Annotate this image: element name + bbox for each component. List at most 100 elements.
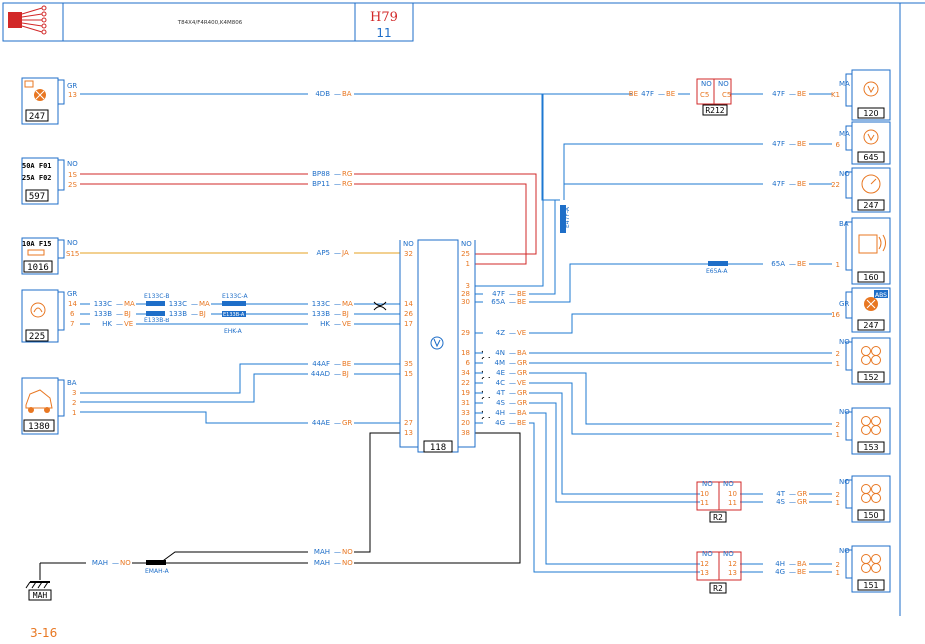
wire-color: BJ [342, 310, 349, 318]
wire-dash: — [334, 360, 341, 368]
wire-code: 44AF [312, 360, 330, 368]
ecu-left-pin: 32 [404, 250, 413, 258]
c597-fuse-1: 50A F01 [22, 162, 52, 170]
component-pin: 2 [836, 561, 840, 569]
component-1016: 10A F15 1016 NO S15 [21, 237, 79, 275]
wire-label-w65a_ecu: 65A—BE [483, 297, 529, 306]
r212-conn-right: NO [718, 80, 729, 88]
ecu-left-pin: 27 [404, 419, 413, 427]
wire-color: VE [342, 320, 351, 328]
wire-label-w4db: 4DB—BA [308, 89, 354, 98]
ecu-right-pin: 1 [466, 260, 470, 268]
component-pin: 1 [836, 431, 840, 439]
wire-color: BA [517, 349, 527, 357]
dial-icon [861, 174, 881, 194]
wire-color: GR [517, 359, 527, 367]
ecu-right-connector: NO [461, 240, 472, 248]
component-connector: MA [839, 130, 850, 138]
c597-pin-2: 2S [68, 181, 77, 189]
wire-dash: — [116, 300, 123, 308]
c1016-conn: NO [67, 239, 78, 247]
ecu-right-pin: 3 [466, 282, 470, 290]
lamp-icon [864, 297, 878, 311]
wire-dash: — [789, 560, 796, 568]
wire-label-w4h_151: 4H—BA [763, 559, 809, 568]
splice-e133c-b: E133C-B [144, 293, 170, 300]
wire-color: VE [517, 329, 526, 337]
wire-code: 47F [641, 90, 654, 98]
wire-code: AP5 [317, 249, 330, 257]
wire-code: BP11 [312, 180, 330, 188]
r2b-id: R2 [713, 584, 723, 593]
component-id: 160 [863, 273, 878, 282]
wire-color: GR [797, 498, 807, 506]
c1380-pin-1: 1 [72, 409, 76, 417]
wire-dash: — [334, 180, 341, 188]
c1016-pin: S15 [66, 250, 79, 258]
wire-color: BE [342, 360, 351, 368]
component-id: 120 [863, 109, 878, 118]
wire-dash: — [191, 300, 198, 308]
ecu-right-pin: 33 [461, 409, 470, 417]
title-block: T84X4/F4R400,K4M806 H79 11 [2, 2, 925, 616]
wire-dash: — [509, 298, 516, 306]
r2a-conn-left: NO [702, 480, 713, 488]
splice-e47f-a: E47F-A [564, 206, 571, 228]
component-connector: GR [839, 300, 849, 308]
c247a-conn: GR [67, 82, 77, 90]
r2b-conn-left: NO [702, 550, 713, 558]
wire-code: 133C [169, 300, 187, 308]
wire-code: 4S [496, 399, 505, 407]
ecu-left-pin: 13 [404, 429, 413, 437]
component-connector: NO [839, 547, 850, 555]
wire-label-wbp11: BP11—RG [308, 179, 354, 188]
r212-conn-left: NO [701, 80, 712, 88]
wire-code: 4E [496, 369, 505, 377]
wire-code: 65A [491, 298, 505, 306]
wire-code: HK [320, 320, 330, 328]
connector-logo-icon [8, 5, 47, 35]
wire-code: 47F [772, 140, 785, 148]
wire-dash: — [334, 548, 341, 556]
wire-label-wmah2: MAH—NO [308, 547, 354, 556]
component-connector: NO [839, 408, 850, 416]
wire-color: BJ [342, 370, 349, 378]
c1016-id: 1016 [27, 263, 49, 273]
wire-dash: — [509, 379, 516, 387]
wire-code: 133C [312, 300, 330, 308]
wire-dash: — [334, 320, 341, 328]
wire-dash: — [509, 359, 516, 367]
wire-label-w4t: 4T—GR [483, 388, 529, 397]
wire-color: BJ [199, 310, 206, 318]
wire-code: 4T [776, 490, 785, 498]
c247a-pin: 13 [68, 91, 77, 99]
c225-pin-2: 6 [70, 310, 75, 318]
wire-code: 133C [94, 300, 112, 308]
wire-code: HK [102, 320, 112, 328]
sensor-icon [861, 346, 881, 365]
wire-code: BP88 [312, 170, 330, 178]
component-id: 645 [863, 153, 878, 162]
ecu-right-pin: 38 [461, 429, 470, 437]
ecu-right-pin: 20 [461, 419, 470, 427]
wire-color: GR [517, 399, 527, 407]
wire-label-w133b_b: 133B—BJ [165, 309, 211, 318]
wire-label-wbp88: BP88—RG [308, 169, 354, 178]
wire-label-w4s: 4S—GR [483, 398, 529, 407]
r2a-pin-left-1: 10 [700, 490, 709, 498]
wire-dash: — [789, 140, 796, 148]
wire-label-w44af: 44AF —BE [308, 359, 354, 368]
sensor-icon [30, 302, 46, 318]
wire-dash: — [658, 90, 665, 98]
wire-code: 133B [169, 310, 187, 318]
wire-dash: — [509, 329, 516, 337]
wire-code: 4G [775, 568, 785, 576]
ecu-right-pin: 31 [461, 399, 470, 407]
wire-label-w4g: 4G—BE [483, 418, 529, 427]
component-id: 153 [863, 443, 878, 452]
